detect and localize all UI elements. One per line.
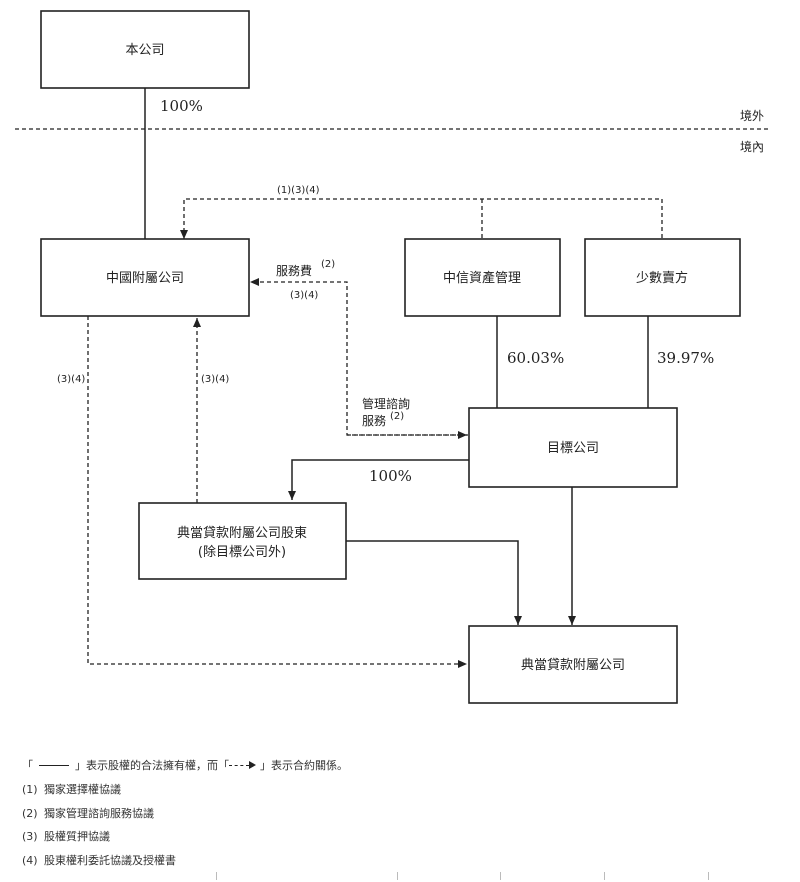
legend-solid-line-sample (39, 765, 69, 766)
china-sub-box-label: 中國附屬公司 (106, 271, 184, 286)
management-service-label: 管理諮詢 (362, 396, 410, 411)
legend-item: (4) 股東權利委託協議及授權書 (22, 852, 176, 868)
china-sub-box (40, 238, 250, 317)
legend-item-number: (1) (22, 783, 38, 796)
target-to-pawn-shareholder-arrow (288, 459, 469, 500)
target-company-box (468, 407, 678, 488)
legend-dashed-line-sample (229, 765, 249, 766)
management-service-superscript: (2) (390, 411, 404, 422)
up-contract-refs-label: (3)(4) (201, 374, 229, 385)
target-percent-label: 100% (369, 467, 412, 485)
top-contract-refs-label: (1)(3)(4) (277, 185, 320, 196)
overseas-label: 境外 (740, 108, 764, 123)
citic-box (404, 238, 561, 317)
company-box-label: 本公司 (125, 43, 164, 58)
legend-intro-open: 「 (22, 759, 33, 772)
service-fee-label: 服務費 (276, 263, 312, 278)
minority-sellers-box-label: 少數賣方 (636, 270, 688, 286)
legend-item: (1) 獨家選擇權協議 (22, 781, 121, 797)
legend-intro: 「 」表示股權的合法擁有權，而「 」表示合約關係。 (22, 757, 348, 773)
legend-item-text: 股權質押協議 (44, 830, 110, 843)
company-percent-label: 100% (160, 97, 203, 115)
pawn-shareholder-box-label: 典當貸款附屬公司股東 (177, 525, 307, 541)
management-service-label-line2: 服務 (362, 414, 386, 428)
service-fee-superscript: (2) (321, 259, 335, 270)
page-tick-mark (500, 872, 501, 880)
company-box (40, 10, 250, 89)
page-tick-mark (708, 872, 709, 880)
legend-item: (3) 股權質押協議 (22, 828, 110, 844)
legend-intro-end: 」表示合約關係。 (260, 759, 348, 772)
china-sub-to-pawn-sub-arrow (87, 316, 467, 668)
pawn-shareholder-to-pawn-sub-arrow (346, 540, 522, 625)
pawn-sub-box-label: 典當貸款附屬公司 (521, 657, 625, 673)
service-fee-arrow (250, 278, 468, 436)
page-tick-mark (604, 872, 605, 880)
minority-percent-label: 39.97% (657, 349, 714, 367)
legend-arrow-icon (249, 761, 256, 769)
legend-item-text: 獨家管理諮詢服務協議 (44, 807, 154, 820)
pawn-shareholder-box-sublabel: (除目標公司外) (198, 545, 286, 560)
legend-item-number: (2) (22, 807, 38, 820)
pawn-sub-box (468, 625, 678, 704)
service-fee-refs-label: (3)(4) (290, 290, 318, 301)
pawn-shareholder-box (138, 502, 347, 580)
citic-box-label: 中信資產管理 (443, 270, 521, 286)
legend-item-number: (4) (22, 854, 38, 867)
page-tick-mark (397, 872, 398, 880)
domestic-label: 境內 (740, 139, 764, 154)
citic-percent-label: 60.03% (507, 349, 564, 367)
legend-item-text: 獨家選擇權協議 (44, 783, 121, 796)
left-contract-refs-label: (3)(4) (57, 374, 85, 385)
legend-item-number: (3) (22, 830, 38, 843)
legend-intro-mid: 」表示股權的合法擁有權，而「 (75, 759, 229, 772)
page-tick-mark (216, 872, 217, 880)
legend-item-text: 股東權利委託協議及授權書 (44, 854, 176, 867)
legend-item: (2) 獨家管理諮詢服務協議 (22, 805, 154, 821)
target-company-box-label: 目標公司 (547, 441, 599, 456)
minority-sellers-box (584, 238, 741, 317)
top-contract-arrow (180, 198, 663, 239)
